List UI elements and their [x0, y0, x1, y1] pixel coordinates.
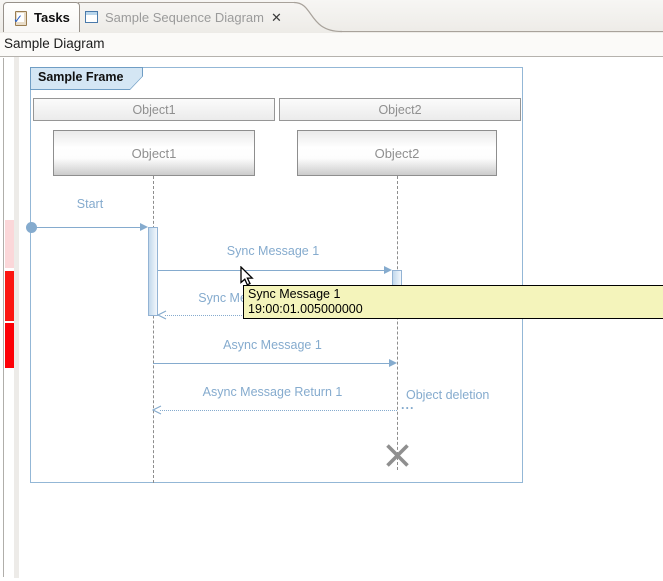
- editor-tab-bar: ✓ Tasks Sample Sequence Diagram ✕: [0, 0, 663, 33]
- tab-tasks-label: Tasks: [34, 10, 70, 25]
- lifeline-object2[interactable]: [397, 176, 398, 470]
- tooltip-title: Sync Message 1: [248, 287, 663, 302]
- message-line-async-return1[interactable]: [160, 410, 397, 411]
- message-label-async-return1[interactable]: Async Message Return 1: [150, 385, 395, 399]
- lifeline-box-object2-label: Object2: [375, 146, 420, 161]
- arrowhead-sync1: [384, 266, 392, 274]
- time-compression-segment[interactable]: [5, 220, 14, 268]
- tasks-icon: ✓: [13, 10, 28, 25]
- arrowhead-start: [140, 223, 148, 231]
- tab-curve: [294, 0, 344, 33]
- lifeline-box-object2[interactable]: Object2: [297, 130, 497, 176]
- message-label-start[interactable]: Start: [40, 197, 140, 211]
- lifeline-box-object1[interactable]: Object1: [53, 130, 255, 176]
- message-label-sync1[interactable]: Sync Message 1: [158, 244, 388, 258]
- tab-sequence-label: Sample Sequence Diagram: [105, 10, 264, 25]
- view-header: Sample Diagram: [0, 33, 663, 57]
- time-compression-segment[interactable]: [5, 271, 14, 321]
- message-line-sync1[interactable]: [158, 270, 384, 271]
- close-icon[interactable]: ✕: [271, 11, 282, 24]
- object-stop-icon[interactable]: [385, 443, 410, 468]
- frame-label-text: Sample Frame: [38, 70, 123, 84]
- view-title: Sample Diagram: [4, 36, 105, 51]
- arrowhead-async-return1: [152, 405, 162, 415]
- object-deletion-label: Object deletion: [406, 388, 489, 402]
- message-line-start[interactable]: [31, 227, 140, 228]
- lifeline-object1[interactable]: [153, 176, 154, 483]
- time-compression-bar[interactable]: [14, 57, 19, 578]
- tab-area-outline-bottom: [340, 31, 663, 32]
- column-header-object2-label: Object2: [378, 103, 421, 117]
- arrowhead-sync-return1: [157, 310, 167, 320]
- tooltip: Sync Message 1 19:00:01.005000000: [243, 285, 663, 319]
- mouse-cursor-icon: [240, 266, 254, 287]
- lifeline-box-object1-label: Object1: [132, 146, 177, 161]
- message-label-async1[interactable]: Async Message 1: [150, 338, 395, 352]
- column-header-object1-label: Object1: [132, 103, 175, 117]
- column-header-object1[interactable]: Object1: [33, 98, 275, 121]
- editor-icon: [85, 11, 98, 23]
- arrowhead-async1: [389, 359, 397, 367]
- frame-label: Sample Frame: [30, 67, 143, 90]
- left-ruler-line: [3, 58, 4, 577]
- tab-tasks[interactable]: ✓ Tasks: [3, 2, 80, 32]
- tooltip-time: 19:00:01.005000000: [248, 302, 663, 316]
- time-compression-segment[interactable]: [5, 323, 14, 368]
- object-deletion-ellipsis: ...: [401, 398, 414, 412]
- tab-sample-sequence-diagram[interactable]: Sample Sequence Diagram ✕: [79, 2, 288, 32]
- message-line-async1[interactable]: [153, 363, 389, 364]
- column-header-object2[interactable]: Object2: [279, 98, 521, 121]
